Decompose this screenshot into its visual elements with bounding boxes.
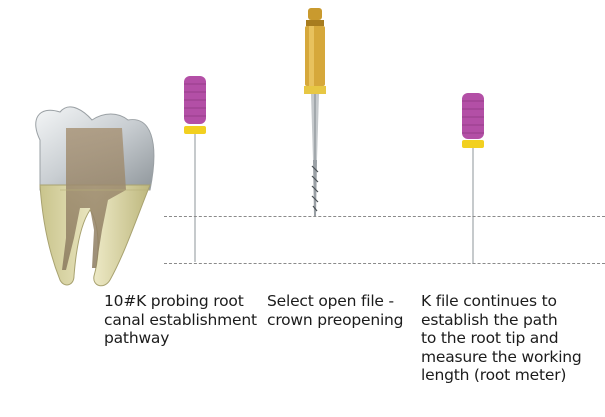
caption-step2: Select open file - crown preopening [267,292,404,329]
tooth-cross-section-icon [35,106,155,287]
root-tip-level-line [164,263,605,264]
caption-step1: 10#K probing root canal establishment pa… [104,292,257,347]
crown-level-line [164,216,605,217]
caption-step3: K file continues to establish the path t… [421,292,582,384]
